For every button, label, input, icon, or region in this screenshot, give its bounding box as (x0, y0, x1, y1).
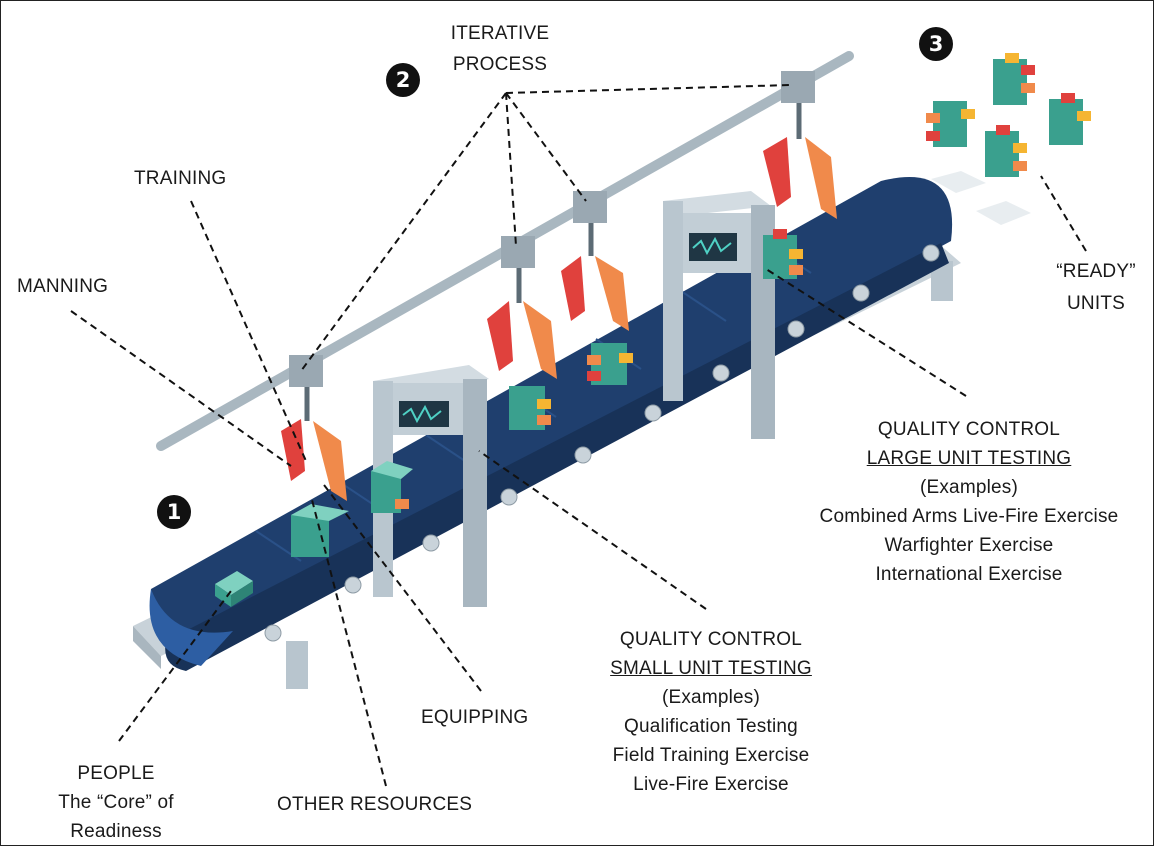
training-label: TRAINING (134, 168, 227, 189)
large-unit-examples-label: (Examples) (919, 477, 1019, 498)
people-subtitle-2: Readiness (70, 821, 162, 842)
iterative-process-line2: PROCESS (452, 54, 548, 75)
small-unit-testing-block: QUALITY CONTROL SMALL UNIT TESTING (Exam… (610, 625, 812, 799)
leader-lines (70, 84, 1087, 787)
large-unit-example: Combined Arms Live-Fire Exercise (819, 506, 1119, 527)
small-unit-example: Field Training Exercise (612, 745, 810, 766)
ready-unit (976, 125, 1031, 225)
unit-block (509, 386, 551, 430)
iterative-process-line1: ITERATIVE (450, 23, 550, 44)
small-unit-examples-label: (Examples) (661, 687, 761, 708)
ready-units-label: “READY” UNITS (1056, 261, 1136, 315)
ready-unit (993, 53, 1035, 105)
large-unit-example: Warfighter Exercise (884, 535, 1054, 556)
unit-block (587, 343, 633, 385)
belt-rollers (264, 244, 940, 642)
iterative-process-label: ITERATIVE PROCESS (451, 23, 550, 76)
other-resources-label: OTHER RESOURCES (277, 794, 473, 815)
unit-block (371, 461, 413, 513)
large-unit-title: QUALITY CONTROL (877, 419, 1061, 440)
robot-claw (763, 71, 837, 219)
belt-leg (931, 261, 953, 301)
people-subtitle: The “Core” of (58, 792, 174, 813)
belt-leg (286, 641, 308, 689)
quality-gate-small (373, 365, 489, 607)
ready-units-line2: UNITS (1066, 293, 1125, 314)
equipping-label: EQUIPPING (421, 707, 529, 728)
people-label-block: PEOPLE The “Core” of Readiness (58, 759, 174, 845)
small-unit-example: Qualification Testing (624, 716, 798, 737)
small-unit-example: Live-Fire Exercise (633, 774, 789, 795)
large-unit-testing-block: QUALITY CONTROL LARGE UNIT TESTING (Exam… (820, 415, 1119, 589)
belt-base-platform-side (133, 626, 161, 669)
unit-block (291, 504, 349, 557)
small-unit-subtitle: SMALL UNIT TESTING (610, 658, 812, 679)
quality-gate-large (663, 191, 775, 439)
large-unit-example: International Exercise (875, 564, 1063, 585)
manning-label: MANNING (17, 276, 109, 297)
robot-claw (561, 191, 629, 331)
robot-claw (281, 355, 347, 501)
step-badge-3: 3 (919, 27, 953, 61)
step-badge-2: 2 (386, 63, 420, 97)
robot-claw (487, 236, 557, 379)
small-unit-title: QUALITY CONTROL (619, 629, 803, 650)
conveyor-belt-end (149, 589, 233, 666)
people-label: PEOPLE (77, 763, 155, 784)
large-unit-subtitle: LARGE UNIT TESTING (866, 448, 1072, 469)
step-badge-1: 1 (157, 495, 191, 529)
ready-units-line1: “READY” (1056, 261, 1136, 282)
ready-unit (926, 101, 986, 193)
unit-block (215, 571, 253, 607)
ready-unit (1049, 93, 1091, 145)
